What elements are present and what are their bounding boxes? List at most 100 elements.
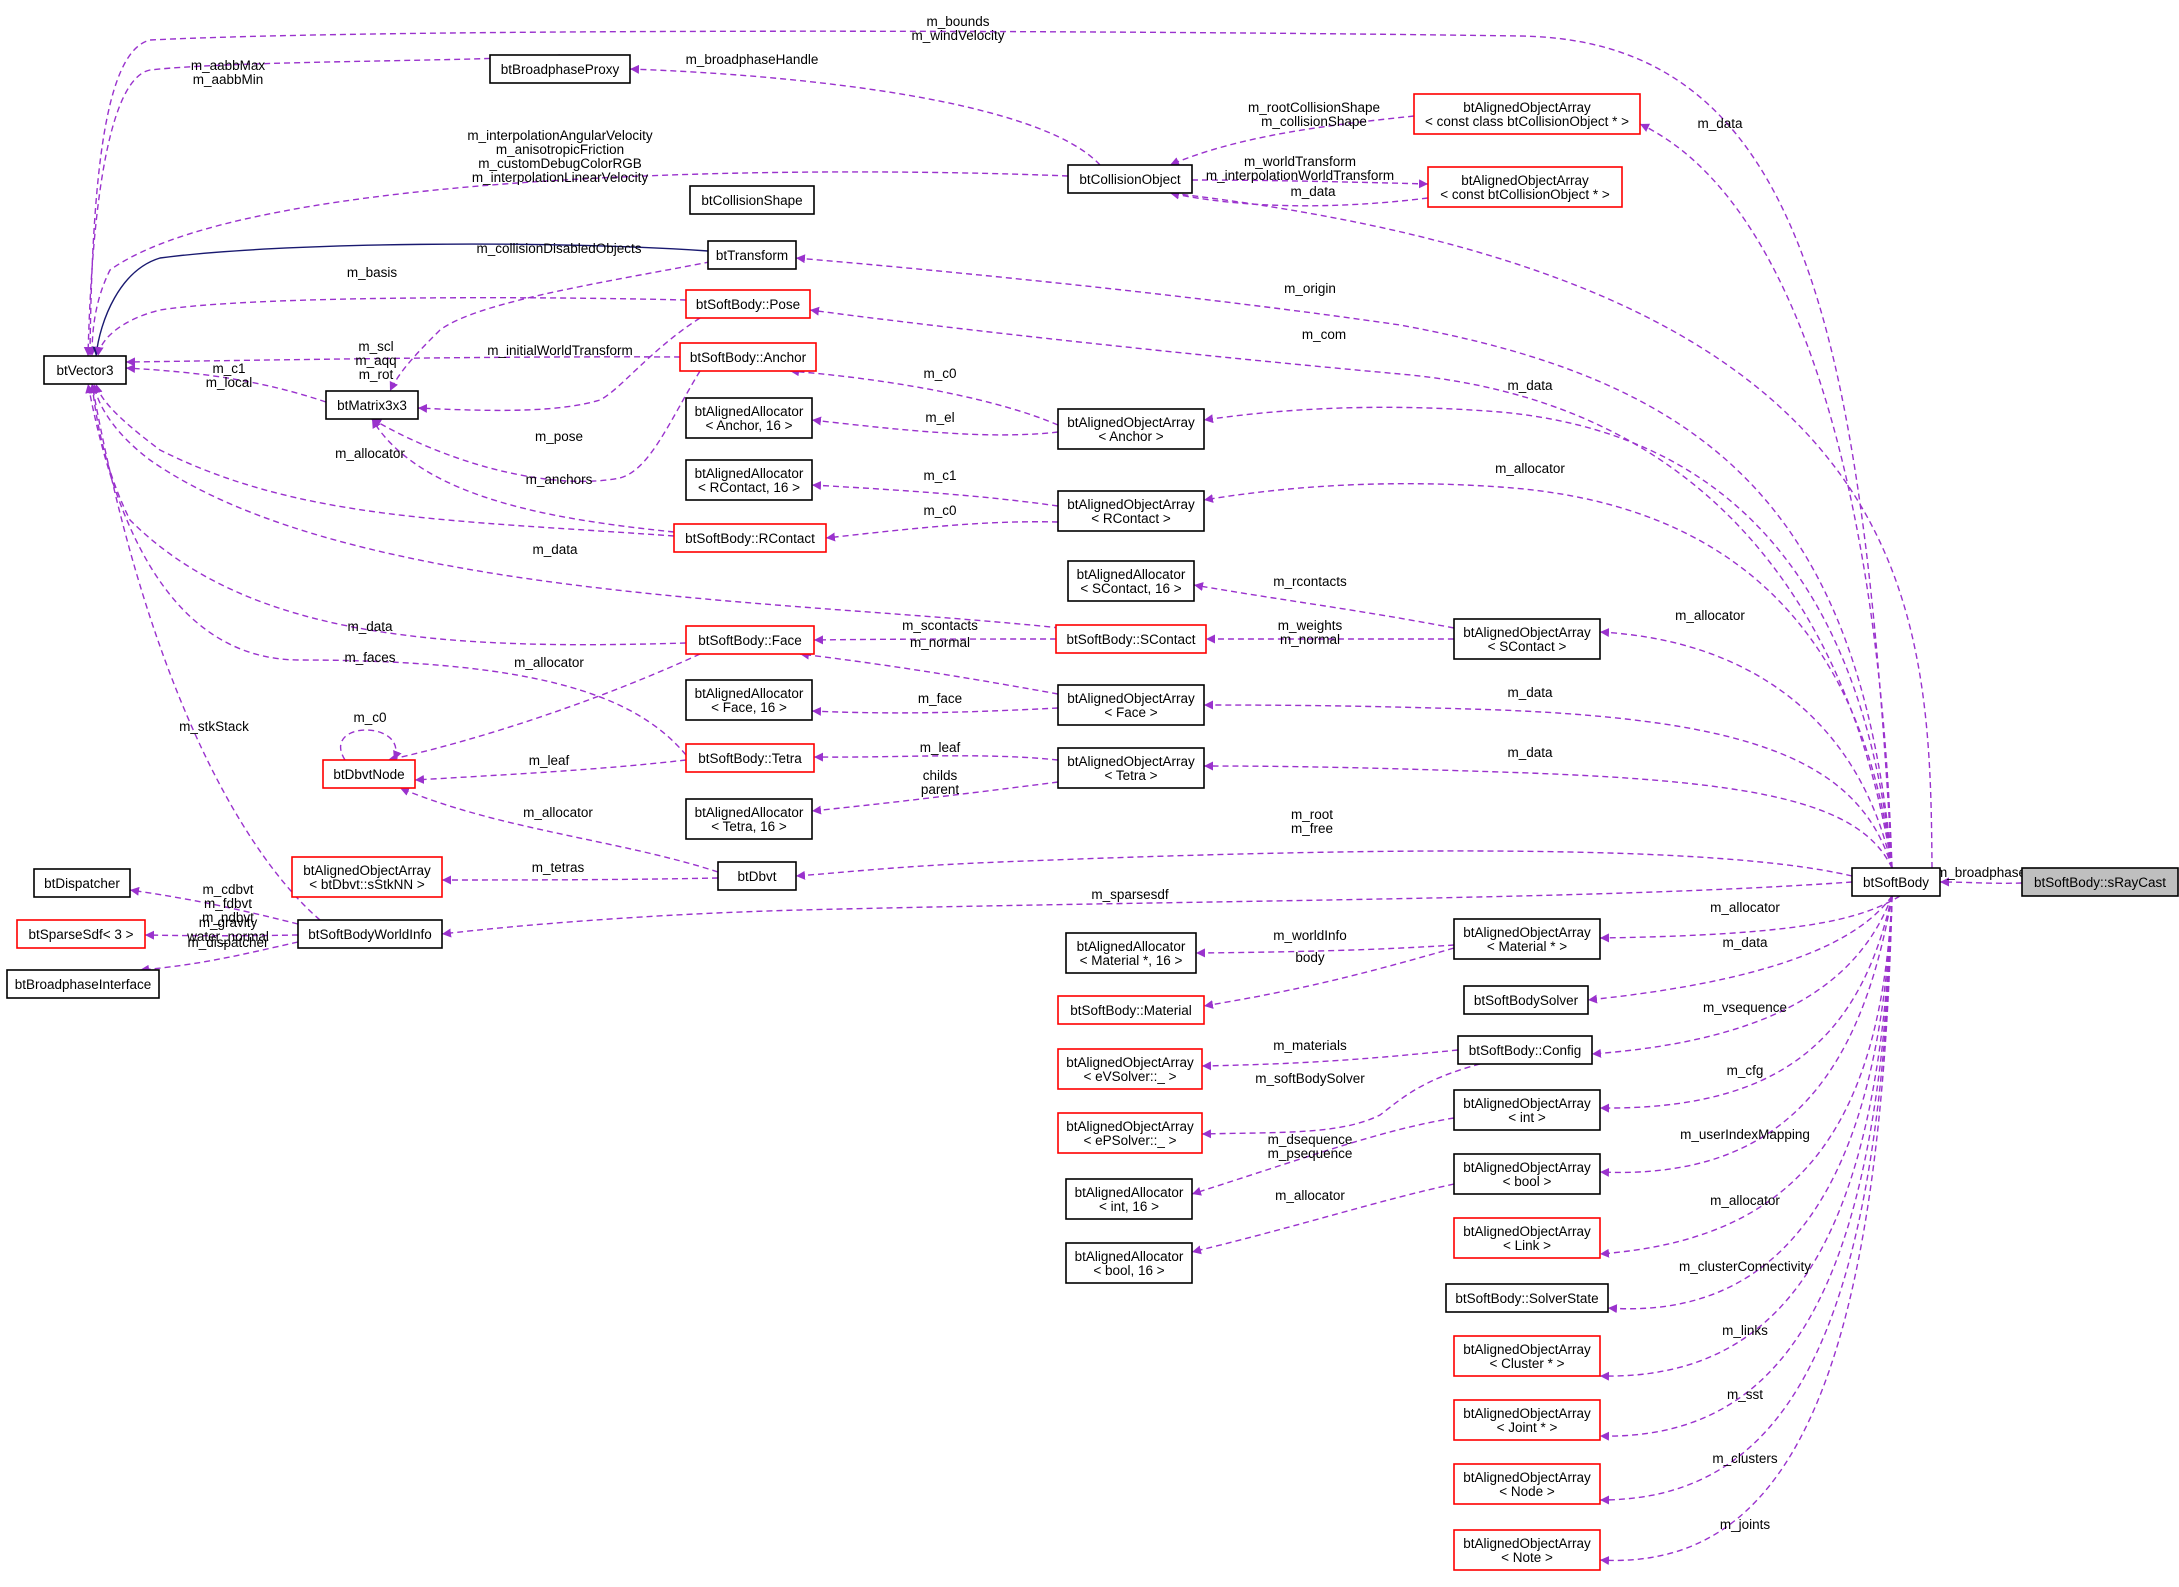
class-node-box[interactable]: [489, 54, 631, 84]
class-node-box[interactable]: [1067, 560, 1195, 602]
class-node-btDbvt[interactable]: btDbvt: [717, 861, 797, 891]
class-node-allocSContact[interactable]: btAlignedAllocator< SContact, 16 >: [1067, 560, 1195, 602]
class-node-box[interactable]: [1057, 1112, 1203, 1154]
class-node-material[interactable]: btSoftBody::Material: [1057, 995, 1205, 1025]
class-node-box[interactable]: [685, 397, 813, 439]
class-node-sparseSdf[interactable]: btSparseSdf< 3 >: [16, 919, 146, 949]
class-node-allocTetra[interactable]: btAlignedAllocator< Tetra, 16 >: [685, 798, 813, 840]
class-node-allocAnchor[interactable]: btAlignedAllocator< Anchor, 16 >: [685, 397, 813, 439]
class-node-arrCluster[interactable]: btAlignedObjectArray< Cluster * >: [1453, 1335, 1601, 1377]
class-node-box[interactable]: [1453, 1153, 1601, 1195]
class-node-box[interactable]: [43, 355, 127, 385]
class-node-box[interactable]: [16, 919, 146, 949]
class-node-box[interactable]: [685, 679, 813, 721]
class-node-allocMaterial[interactable]: btAlignedAllocator< Material *, 16 >: [1065, 932, 1197, 974]
class-node-allocRContact[interactable]: btAlignedAllocator< RContact, 16 >: [685, 459, 813, 501]
class-node-btVector3[interactable]: btVector3: [43, 355, 127, 385]
class-node-box[interactable]: [673, 523, 827, 553]
class-node-arrSContact[interactable]: btAlignedObjectArray< SContact >: [1453, 618, 1601, 660]
class-node-anchor[interactable]: btSoftBody::Anchor: [679, 342, 817, 372]
class-node-box[interactable]: [1453, 618, 1601, 660]
class-node-scontact[interactable]: btSoftBody::SContact: [1055, 624, 1207, 654]
class-node-pose[interactable]: btSoftBody::Pose: [685, 289, 811, 319]
class-node-box[interactable]: [1453, 1335, 1601, 1377]
class-node-box[interactable]: [689, 185, 815, 215]
class-node-box[interactable]: [291, 856, 443, 898]
class-node-box[interactable]: [1453, 918, 1601, 960]
class-node-box[interactable]: [1453, 1463, 1601, 1505]
class-node-allocBool[interactable]: btAlignedAllocator< bool, 16 >: [1065, 1242, 1193, 1284]
class-node-btSoftBody[interactable]: btSoftBody: [1851, 867, 1941, 897]
class-node-arrMaterial[interactable]: btAlignedObjectArray< Material * >: [1453, 918, 1601, 960]
class-node-box[interactable]: [685, 289, 811, 319]
class-node-box[interactable]: [1057, 995, 1205, 1025]
class-node-box[interactable]: [1065, 1242, 1193, 1284]
class-node-config[interactable]: btSoftBody::Config: [1457, 1035, 1593, 1065]
class-node-box[interactable]: [322, 759, 416, 789]
class-node-box[interactable]: [1427, 166, 1623, 208]
class-node-box[interactable]: [1453, 1399, 1601, 1441]
class-node-arrLink[interactable]: btAlignedObjectArray< Link >: [1453, 1217, 1601, 1259]
class-node-arrConstCO[interactable]: btAlignedObjectArray< const btCollisionO…: [1427, 166, 1623, 208]
class-node-sRayCast[interactable]: btSoftBody::sRayCast: [2021, 867, 2179, 897]
class-node-arrConstClassCO[interactable]: btAlignedObjectArray< const class btColl…: [1413, 93, 1641, 135]
class-node-box[interactable]: [1067, 164, 1193, 194]
class-node-arrJoint[interactable]: btAlignedObjectArray< Joint * >: [1453, 1399, 1601, 1441]
class-node-arrNode[interactable]: btAlignedObjectArray< Node >: [1453, 1463, 1601, 1505]
class-node-box[interactable]: [1453, 1217, 1601, 1259]
class-node-arrInt[interactable]: btAlignedObjectArray< int >: [1453, 1089, 1601, 1131]
class-node-arrTetra[interactable]: btAlignedObjectArray< Tetra >: [1057, 747, 1205, 789]
class-node-arrBool[interactable]: btAlignedObjectArray< bool >: [1453, 1153, 1601, 1195]
class-node-solver[interactable]: btSoftBodySolver: [1463, 985, 1589, 1015]
class-node-box[interactable]: [33, 868, 131, 898]
class-node-allocInt[interactable]: btAlignedAllocator< int, 16 >: [1065, 1178, 1193, 1220]
class-node-arrFace[interactable]: btAlignedObjectArray< Face >: [1057, 684, 1205, 726]
class-node-box[interactable]: [1851, 867, 1941, 897]
class-node-box[interactable]: [1413, 93, 1641, 135]
class-node-broadphaseIf[interactable]: btBroadphaseInterface: [6, 969, 160, 999]
class-node-arrAnchor[interactable]: btAlignedObjectArray< Anchor >: [1057, 408, 1205, 450]
class-node-box[interactable]: [1057, 684, 1205, 726]
class-node-solverState[interactable]: btSoftBody::SolverState: [1445, 1283, 1609, 1313]
class-node-box[interactable]: [1457, 1035, 1593, 1065]
class-node-box[interactable]: [1463, 985, 1589, 1015]
class-node-face[interactable]: btSoftBody::Face: [685, 625, 815, 655]
class-node-box[interactable]: [685, 743, 815, 773]
class-node-box[interactable]: [297, 919, 443, 949]
class-node-btBroadphaseProxy[interactable]: btBroadphaseProxy: [489, 54, 631, 84]
class-node-box[interactable]: [1057, 747, 1205, 789]
class-node-dbvtNode[interactable]: btDbvtNode: [322, 759, 416, 789]
class-node-box[interactable]: [1065, 932, 1197, 974]
class-node-box[interactable]: [1057, 1048, 1203, 1090]
class-node-box[interactable]: [1055, 624, 1207, 654]
class-node-box[interactable]: [685, 625, 815, 655]
class-node-btCollisionShape[interactable]: btCollisionShape: [689, 185, 815, 215]
class-node-box[interactable]: [707, 240, 797, 270]
class-node-box[interactable]: [1057, 408, 1205, 450]
class-node-box[interactable]: [717, 861, 797, 891]
class-node-box[interactable]: [6, 969, 160, 999]
class-node-btCollisionObject[interactable]: btCollisionObject: [1067, 164, 1193, 194]
class-node-arrStkNN[interactable]: btAlignedObjectArray< btDbvt::sStkNN >: [291, 856, 443, 898]
class-node-worldInfo[interactable]: btSoftBodyWorldInfo: [297, 919, 443, 949]
class-node-allocFace[interactable]: btAlignedAllocator< Face, 16 >: [685, 679, 813, 721]
class-node-box[interactable]: [685, 798, 813, 840]
class-node-arrRContact[interactable]: btAlignedObjectArray< RContact >: [1057, 490, 1205, 532]
class-node-btTransform[interactable]: btTransform: [707, 240, 797, 270]
class-node-arrPSolver[interactable]: btAlignedObjectArray< ePSolver::_ >: [1057, 1112, 1203, 1154]
class-node-box[interactable]: [1453, 1529, 1601, 1571]
class-node-box[interactable]: [1453, 1089, 1601, 1131]
class-node-box[interactable]: [1057, 490, 1205, 532]
class-node-box[interactable]: [325, 390, 419, 420]
class-node-arrNote[interactable]: btAlignedObjectArray< Note >: [1453, 1529, 1601, 1571]
class-node-btDispatcher[interactable]: btDispatcher: [33, 868, 131, 898]
class-node-box[interactable]: [1065, 1178, 1193, 1220]
class-node-btMatrix3x3[interactable]: btMatrix3x3: [325, 390, 419, 420]
class-node-box[interactable]: [2021, 867, 2179, 897]
class-node-tetra[interactable]: btSoftBody::Tetra: [685, 743, 815, 773]
class-node-box[interactable]: [1445, 1283, 1609, 1313]
class-node-box[interactable]: [679, 342, 817, 372]
class-node-box[interactable]: [685, 459, 813, 501]
class-node-arrVSolver[interactable]: btAlignedObjectArray< eVSolver::_ >: [1057, 1048, 1203, 1090]
class-node-rcontact[interactable]: btSoftBody::RContact: [673, 523, 827, 553]
